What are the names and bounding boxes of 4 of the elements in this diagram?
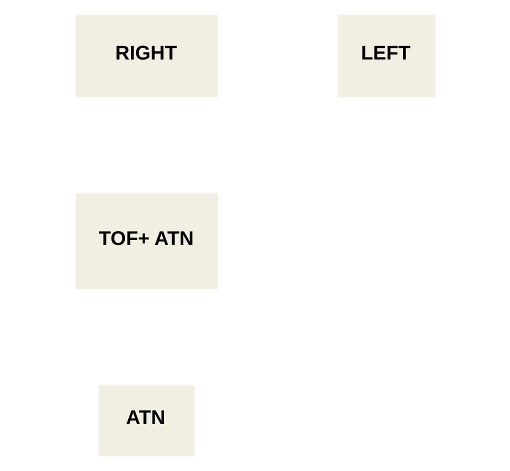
node-box: RIGHT [75, 14, 218, 98]
node-box: TOF+ ATN [75, 193, 218, 290]
node-box: LEFT [337, 14, 435, 98]
node-box: ATN [98, 385, 194, 456]
